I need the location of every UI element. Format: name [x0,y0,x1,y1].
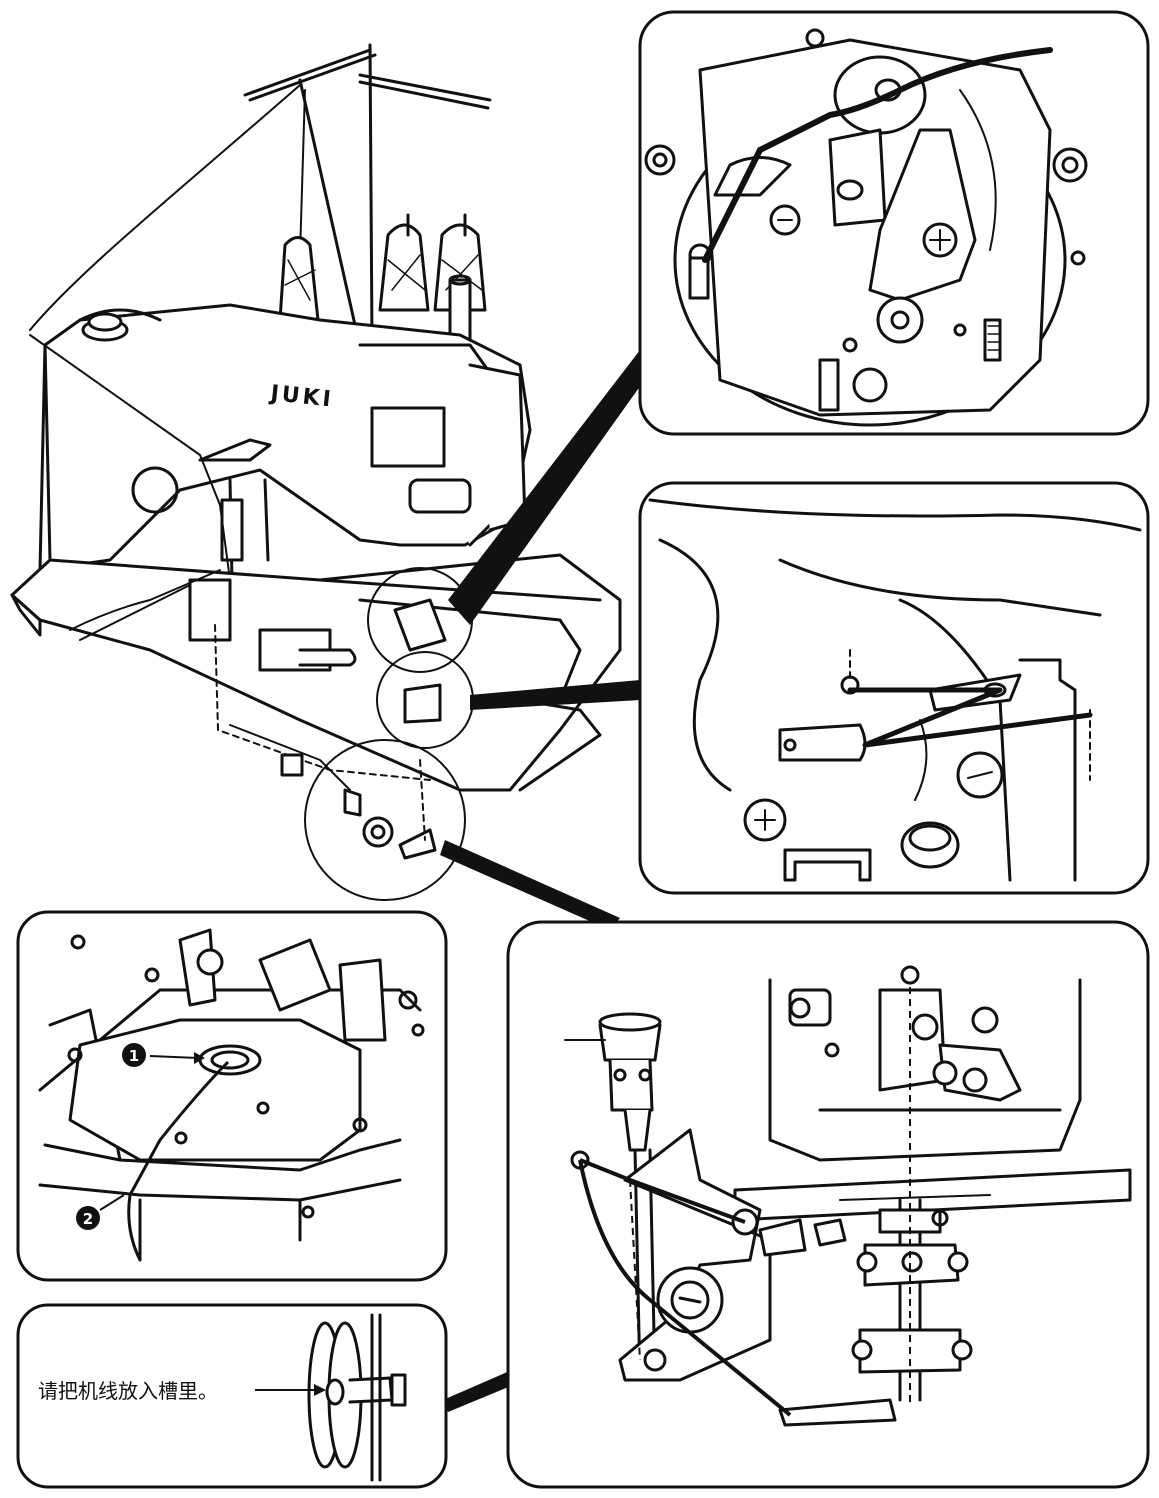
panel-throat-plate: 1 2 [16,910,448,1282]
panel-thread-guide-closeup [638,481,1150,895]
zoom-connectors [440,350,648,1412]
panel-hook-closeup [638,10,1150,436]
panel-lower-thread-closeup [506,920,1150,1489]
panel-tension-disc: 请把机线放入槽里。 [16,1303,448,1489]
callout-1-marker [122,1043,146,1067]
callout-2-marker [76,1206,100,1230]
callout-2: 2 [83,1210,93,1228]
callout-1: 1 [129,1047,139,1065]
thread-groove-note: 请把机线放入槽里。 [38,1379,218,1403]
